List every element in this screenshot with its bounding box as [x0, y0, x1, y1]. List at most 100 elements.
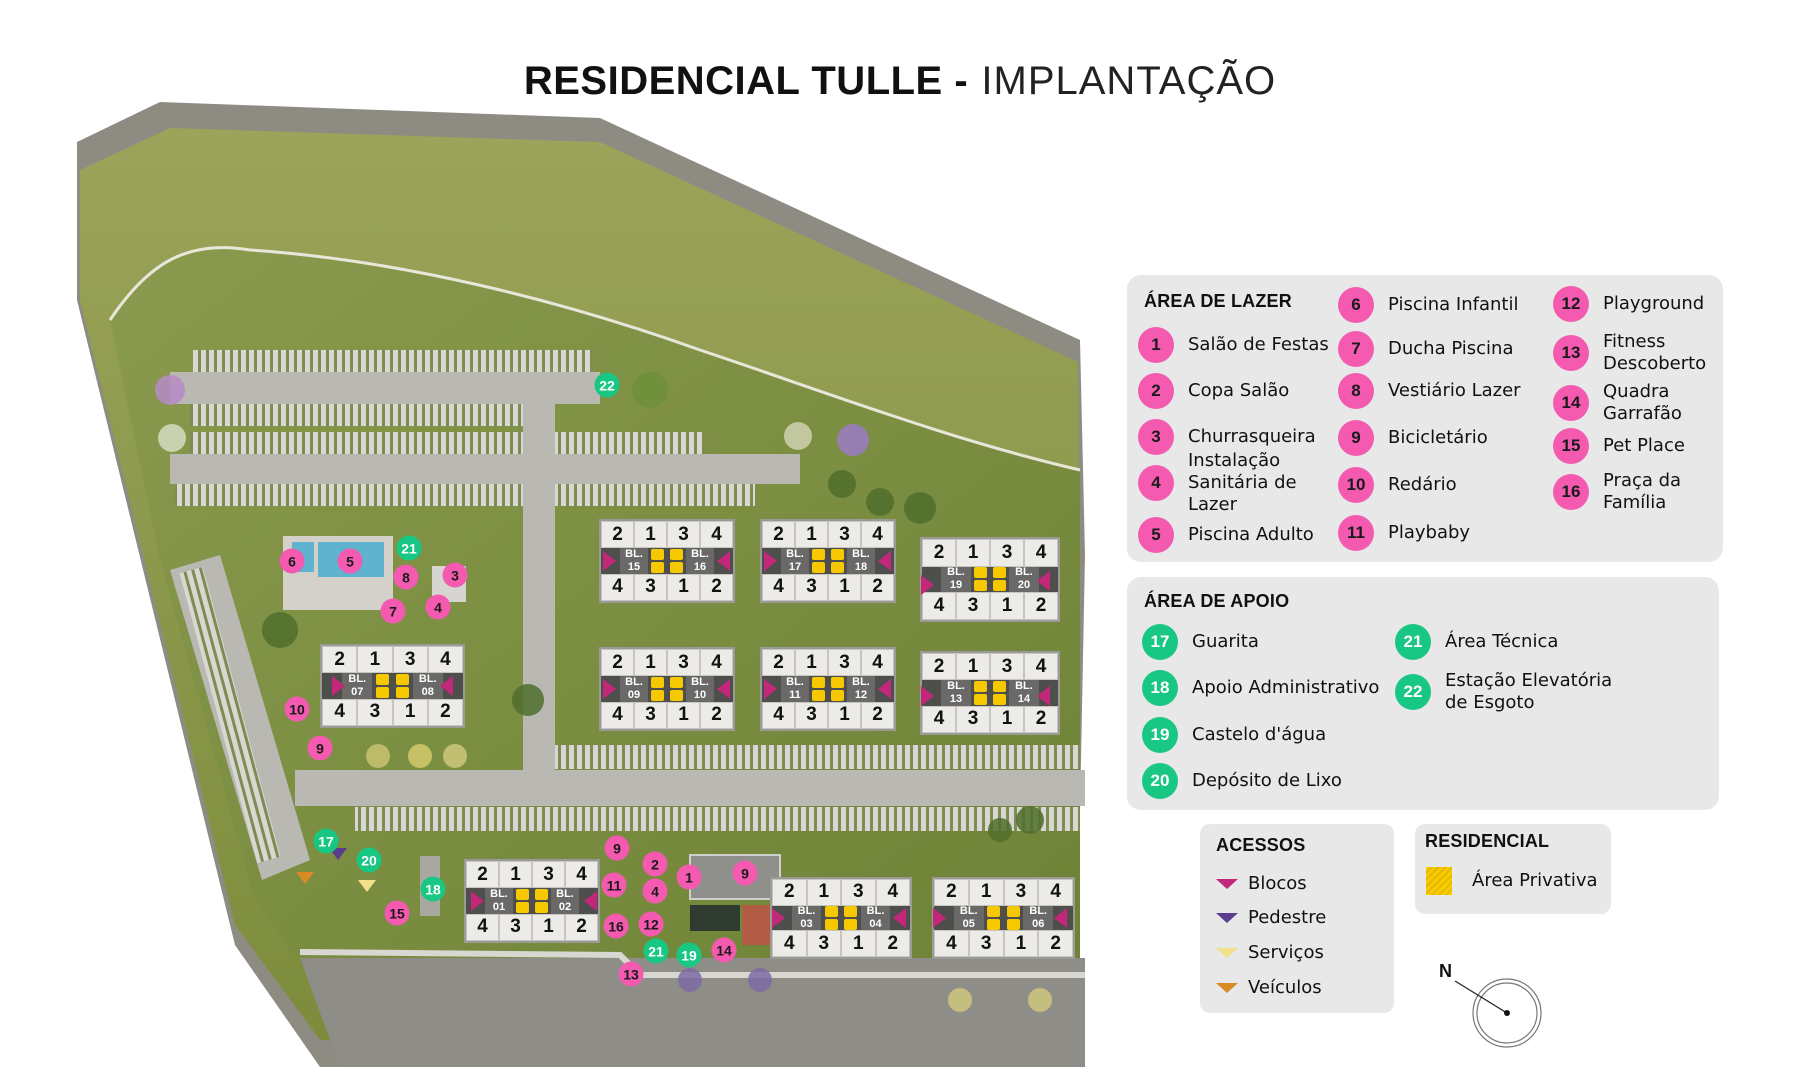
private-area	[984, 905, 1004, 931]
marker-20[interactable]: 20	[356, 847, 382, 873]
unit: 3	[667, 521, 700, 549]
badge: 3	[1138, 419, 1174, 455]
marker-8[interactable]: 8	[393, 564, 419, 590]
marker-label: 17	[318, 833, 334, 849]
marker-4[interactable]: 4	[642, 878, 668, 904]
bl-prefix: BL.	[797, 905, 816, 917]
access-blocos-icon	[1216, 878, 1238, 889]
marker-17[interactable]: 17	[313, 828, 339, 854]
marker-2[interactable]: 2	[642, 851, 668, 877]
marker-7[interactable]: 7	[380, 598, 406, 624]
badge: 22	[1395, 674, 1431, 710]
block-access-arrow-icon	[764, 551, 777, 571]
bl-number: 20	[1017, 579, 1031, 592]
marker-4[interactable]: 4	[425, 594, 451, 620]
marker-12[interactable]: 12	[638, 911, 664, 937]
legend-lazer-title: ÁREA DE LAZER	[1144, 291, 1292, 311]
block-label: BL.04	[860, 905, 891, 931]
block-label: BL.01	[484, 888, 514, 914]
compass-icon	[1454, 978, 1542, 1048]
marker-label: 4	[434, 599, 442, 615]
private-area	[990, 680, 1009, 706]
marker-15[interactable]: 15	[384, 900, 410, 926]
marker-1[interactable]: 1	[676, 864, 702, 890]
access-servicos-icon	[1216, 947, 1238, 958]
unit: 3	[499, 913, 532, 941]
marker-16[interactable]: 16	[603, 913, 629, 939]
marker-3[interactable]: 3	[442, 562, 468, 588]
private-area	[393, 673, 413, 699]
unit: 4	[922, 592, 956, 620]
marker-label: 2	[651, 856, 659, 872]
bl-prefix: BL.	[691, 675, 709, 688]
marker-21[interactable]: 21	[643, 938, 669, 964]
bl-number: 13	[949, 692, 963, 705]
legend-label: Área Técnica	[1445, 631, 1559, 652]
block-access-arrow-icon	[772, 908, 785, 928]
private-area	[513, 888, 532, 914]
marker-13[interactable]: 13	[618, 961, 644, 987]
marker-21[interactable]: 21	[396, 535, 422, 561]
marker-18[interactable]: 18	[420, 876, 446, 902]
unit: 3	[1003, 879, 1039, 906]
marker-label: 14	[716, 942, 732, 958]
private-area	[667, 676, 686, 702]
badge: 11	[1338, 515, 1374, 551]
badge: 2	[1138, 373, 1174, 409]
bl-number: 15	[627, 560, 641, 573]
unit: 2	[565, 913, 598, 941]
marker-14[interactable]: 14	[711, 937, 737, 963]
unit: 2	[601, 649, 634, 677]
marker-19[interactable]: 19	[676, 942, 702, 968]
private-area	[648, 676, 667, 702]
access-pedestre-icon	[1216, 912, 1238, 923]
marker-9[interactable]: 9	[732, 860, 758, 886]
marker-9[interactable]: 9	[604, 835, 630, 861]
unit: 4	[772, 930, 807, 957]
unit: 4	[1024, 653, 1058, 681]
legend-apoio-title: ÁREA DE APOIO	[1144, 591, 1290, 611]
block-access-arrow-icon	[1054, 908, 1067, 928]
legend-label: Instalação Sanitária de Lazer	[1188, 450, 1297, 515]
block-access-arrow-icon	[1037, 571, 1050, 591]
marker-11[interactable]: 11	[601, 872, 627, 898]
block-label: BL.14	[1009, 680, 1039, 706]
unit: 2	[875, 930, 910, 957]
block-label: BL.17	[780, 548, 810, 574]
block-label: BL.09	[619, 676, 649, 702]
unit: 4	[875, 879, 910, 906]
unit: 1	[1003, 930, 1039, 957]
service-access-icon	[358, 880, 376, 892]
unit: 4	[1038, 879, 1073, 906]
block-label: BL.02	[550, 887, 580, 914]
legend-label: Pedestre	[1248, 907, 1327, 928]
badge: 5	[1138, 517, 1174, 553]
marker-5[interactable]: 5	[337, 548, 363, 574]
private-area	[971, 680, 990, 706]
legend-label: Copa Salão	[1188, 380, 1290, 401]
marker-22[interactable]: 22	[594, 372, 620, 398]
bl-prefix: BL.	[348, 672, 367, 685]
marker-9[interactable]: 9	[307, 735, 333, 761]
bl-prefix: BL.	[959, 905, 978, 917]
marker-10[interactable]: 10	[284, 696, 310, 722]
legend-access-servicos: Serviços	[1216, 942, 1324, 963]
bl-prefix: BL.	[786, 675, 804, 688]
bl-prefix: BL.	[556, 887, 574, 900]
badge: 10	[1338, 467, 1374, 503]
marker-6[interactable]: 6	[279, 548, 305, 574]
